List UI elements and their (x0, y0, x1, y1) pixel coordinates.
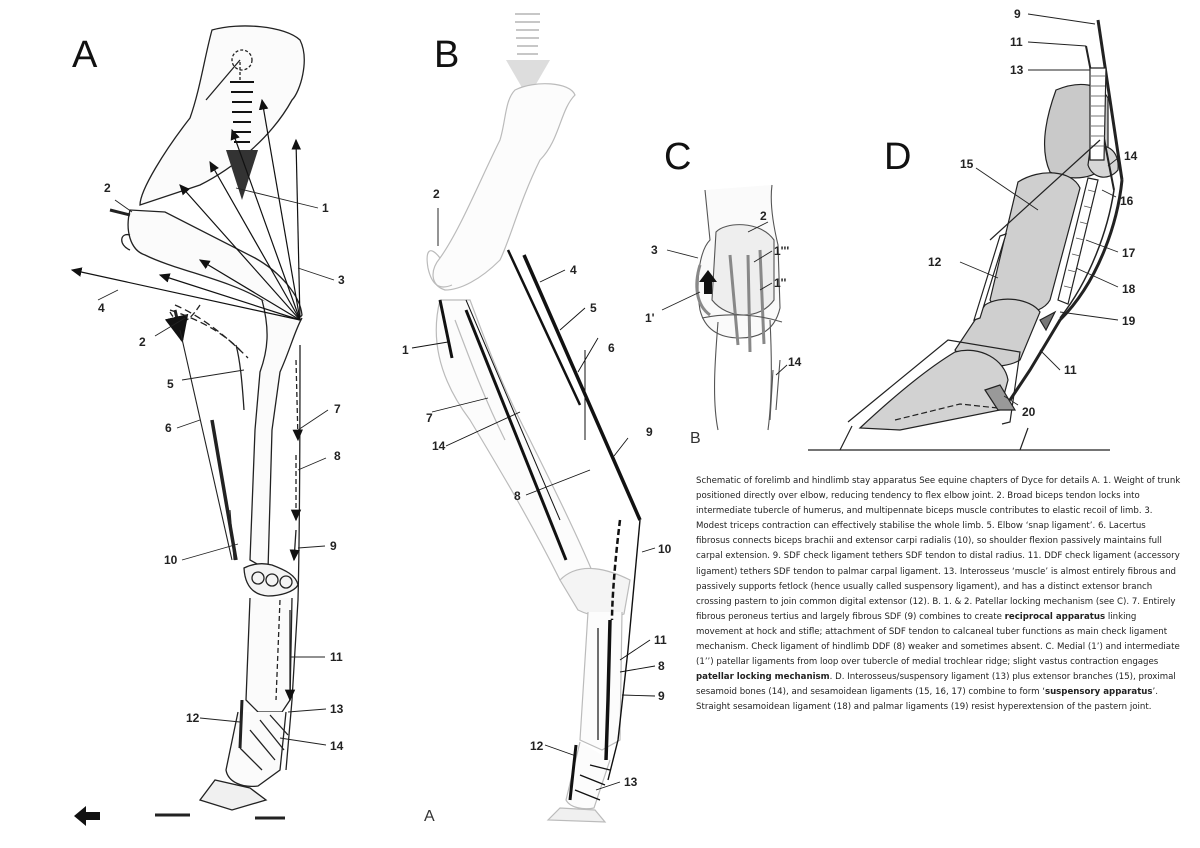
label-d-9: 9 (1014, 7, 1021, 21)
label-b-11: 11 (654, 633, 667, 647)
label-c-2: 2 (760, 209, 767, 223)
label-c-1-triple-prime: 1''' (774, 244, 790, 258)
label-b-1: 1 (402, 343, 409, 357)
label-c-1-prime: 1' (645, 311, 655, 325)
label-a-9: 9 (330, 539, 337, 553)
caption-part-2: linking movement at hock and stifle; att… (696, 611, 1180, 668)
panel-d-letter: D (884, 136, 912, 178)
label-c-1-double-prime: 1'' (774, 276, 787, 290)
label-a-8: 8 (334, 449, 341, 463)
caption-bold-patellar: patellar locking mechanism (696, 672, 830, 683)
label-b-5: 5 (590, 301, 597, 315)
label-d-17: 17 (1122, 246, 1136, 260)
label-b-10: 10 (658, 542, 672, 556)
label-d-16: 16 (1120, 194, 1134, 208)
panel-b-ligaments (411, 208, 656, 801)
label-a-2: 2 (104, 181, 111, 195)
label-d-20: 20 (1022, 405, 1036, 419)
label-b-9b: 9 (658, 689, 665, 703)
label-b-14: 14 (432, 439, 446, 453)
caption-part-4: ’. Straight sesamoidean ligament (18) an… (696, 687, 1158, 713)
caption-part-3: . D. Interosseus/suspensory ligament (13… (696, 672, 1176, 698)
label-d-12: 12 (928, 255, 942, 269)
panel-c-letter: C (664, 136, 692, 178)
panel-b-letter: B (434, 34, 460, 76)
panel-a-letter: A (72, 34, 98, 76)
label-d-11b: 11 (1064, 363, 1077, 377)
panel-b-corner-letter: A (424, 808, 435, 825)
panel-c-patella (661, 184, 788, 431)
label-a-11: 11 (330, 650, 343, 664)
panel-d-digit (808, 13, 1124, 451)
label-b-2: 2 (433, 187, 440, 201)
label-a-1: 1 (322, 201, 329, 215)
label-b-12: 12 (530, 739, 544, 753)
label-a-12: 12 (186, 711, 200, 725)
label-d-11: 11 (1010, 35, 1023, 49)
label-b-7: 7 (426, 411, 433, 425)
label-b-6: 6 (608, 341, 615, 355)
label-d-18: 18 (1122, 282, 1136, 296)
label-a-2b: 2 (139, 335, 146, 349)
caption-bold-reciprocal: reciprocal apparatus (1004, 611, 1106, 622)
label-a-13: 13 (330, 702, 344, 716)
label-c-3: 3 (651, 243, 658, 257)
label-d-14: 14 (1124, 149, 1138, 163)
label-b-9: 9 (646, 425, 653, 439)
label-a-14: 14 (330, 739, 344, 753)
figure-caption: Schematic of forelimb and hindlimb stay … (696, 474, 1182, 716)
label-a-6: 6 (165, 421, 172, 435)
label-a-3: 3 (338, 273, 345, 287)
label-b-13: 13 (624, 775, 638, 789)
label-c-14: 14 (788, 355, 802, 369)
label-b-8: 8 (514, 489, 521, 503)
label-a-7: 7 (334, 402, 341, 416)
caption-bold-suspensory: suspensory apparatus (1044, 687, 1153, 698)
panel-b-hindlimb (426, 13, 631, 823)
label-a-4: 4 (98, 301, 105, 315)
panel-a-forelimb (70, 25, 335, 826)
label-a-10: 10 (164, 553, 178, 567)
label-b-8b: 8 (658, 659, 665, 673)
label-d-19: 19 (1122, 314, 1136, 328)
caption-part-1: Schematic of forelimb and hindlimb stay … (696, 476, 1181, 622)
label-b-4: 4 (570, 263, 577, 277)
label-a-5: 5 (167, 377, 174, 391)
label-d-13: 13 (1010, 63, 1024, 77)
label-d-15: 15 (960, 157, 974, 171)
panel-c-corner-letter: B (690, 430, 701, 447)
